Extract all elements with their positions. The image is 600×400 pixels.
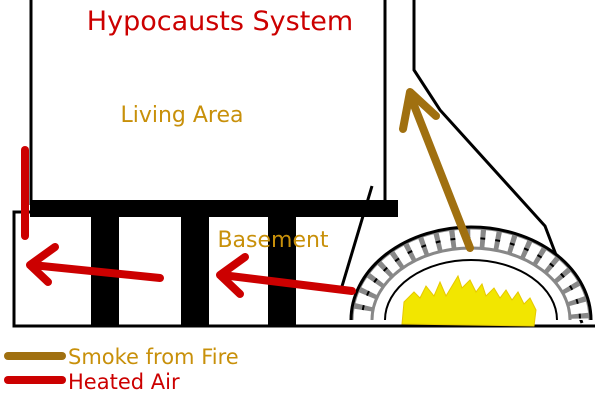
living-area-walls	[29, 0, 387, 205]
fire	[401, 274, 537, 327]
legend-text-heated: Heated Air	[68, 370, 180, 394]
legend: Smoke from Fire Heated Air	[4, 345, 239, 394]
heated-air-arrowhead	[26, 243, 59, 286]
smoke-arrow	[399, 88, 474, 252]
living-area-label: Living Area	[120, 103, 243, 128]
heated-air-arrowhead	[216, 253, 249, 298]
floor-slab	[30, 200, 398, 217]
heated-air-arrows	[21, 146, 356, 298]
legend-text-smoke: Smoke from Fire	[68, 345, 239, 369]
basement-label: Basement	[217, 228, 328, 253]
pillar	[268, 213, 296, 325]
furnace-arch	[349, 225, 593, 321]
heated-air-arrow	[218, 271, 356, 295]
diagram-title: Hypocausts System	[87, 6, 353, 37]
pillar	[181, 213, 209, 325]
heated-air-arrow	[28, 261, 164, 282]
